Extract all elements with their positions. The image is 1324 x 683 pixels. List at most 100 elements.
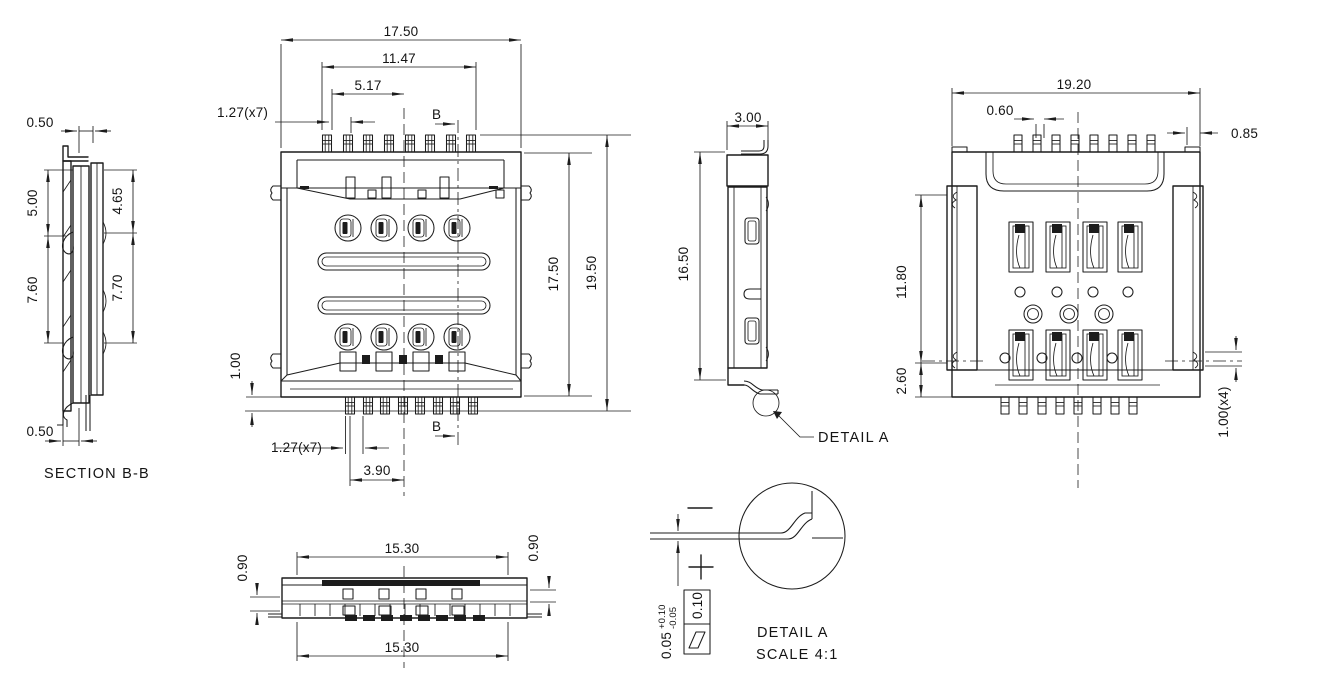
dim-front-width-top-label: 15.30 [385, 541, 420, 556]
side-view: DETAIL A 3.00 16.50 [676, 110, 890, 446]
dim-front-width-bottom-label: 15.30 [385, 640, 420, 655]
contact [443, 214, 471, 242]
pin [1013, 134, 1023, 153]
contact-slot [1045, 221, 1071, 273]
contact-slot [1082, 221, 1108, 273]
pin [467, 396, 479, 415]
pin [362, 396, 374, 415]
pin [383, 134, 395, 153]
section-mark-bottom: B [432, 419, 455, 438]
bottom-view-pins-top [1013, 134, 1156, 153]
dim-front-height-left: 0.90 [235, 554, 280, 625]
dim-overall-width-top: 17.50 [280, 24, 522, 148]
flatness-value-label: 0.10 [690, 592, 705, 619]
pin [342, 134, 354, 153]
pin [1092, 396, 1102, 415]
front-view: 15.30 0.90 0.90 15.30 [235, 534, 556, 668]
contact-slot [1117, 221, 1143, 273]
dim-edge-label: 0.85 [1231, 126, 1258, 141]
dim-pin-span-label: 11.47 [382, 51, 416, 66]
pin [1110, 396, 1120, 415]
dim-contact-span-label: 11.80 [894, 265, 909, 299]
detail-a-scale: SCALE 4:1 [756, 647, 839, 663]
pin [1018, 396, 1028, 415]
detail-a-callout: DETAIL A [773, 411, 890, 446]
pin [1128, 396, 1138, 415]
dim-center-offset: 3.90 [349, 416, 404, 486]
dim-edge: 0.85 [1167, 126, 1258, 145]
pin [1032, 134, 1042, 153]
dim-side-width: 3.00 [726, 110, 769, 150]
pin [344, 396, 356, 415]
dim-section-top-label: 0.50 [26, 115, 53, 130]
dim-section-right-upper-label: 4.65 [110, 187, 125, 214]
detail-a-circle [738, 482, 846, 590]
contact [443, 323, 471, 351]
detail-a-title: DETAIL A [757, 625, 829, 641]
contact-slot [1117, 329, 1143, 381]
dim-standoff-label: 1.00 [228, 352, 243, 379]
detail-tolerance: 0.05 +0.10 -0.05 [657, 604, 679, 659]
dim-front-height-right-label: 0.90 [526, 534, 541, 561]
dim-center-offset-label: 3.90 [363, 463, 390, 478]
pin [1055, 396, 1065, 415]
pin [362, 134, 374, 153]
pin [1051, 134, 1061, 153]
dim-pin-offset-label: 5.17 [354, 78, 381, 93]
pin [1089, 134, 1099, 153]
contact [334, 214, 362, 242]
pin [465, 134, 477, 153]
dim-section-right: 4.65 7.70 [104, 169, 137, 344]
top-view-contacts [334, 214, 471, 351]
dim-overall-height-label: 19.50 [584, 256, 599, 291]
dim-foot-width-label: 1.00(x4) [1216, 386, 1231, 437]
section-mark-bottom-label: B [432, 419, 441, 434]
dim-pitch-top: 1.27(x7) [217, 105, 375, 133]
dim-overall-height: 19.50 [245, 134, 631, 412]
detail-tolerance-plus: +0.10 [657, 604, 668, 629]
dim-pitch-bottom-label: 1.27(x7) [271, 440, 322, 455]
dim-bottom-edge-label: 2.60 [894, 367, 909, 394]
dim-overall-width-top-label: 17.50 [384, 24, 419, 39]
dim-section-top: 0.50 [26, 115, 111, 153]
dim-side-height-label: 16.50 [676, 247, 691, 282]
dim-section-bottom: 0.50 [26, 408, 97, 446]
pin [379, 396, 391, 415]
contact-slot [1082, 329, 1108, 381]
pin [432, 396, 444, 415]
dim-detail-thickness: 0.05 +0.10 -0.05 [657, 514, 680, 659]
detail-a-callout-label: DETAIL A [818, 430, 890, 446]
pin [445, 134, 457, 153]
section-bb-view: 0.50 5.00 7.60 4.65 7.70 0.50 SECTION B-… [25, 115, 150, 482]
pin [321, 134, 333, 153]
dim-pin-span: 11.47 [321, 51, 477, 130]
pin [404, 134, 416, 153]
dim-front-width-bottom: 15.30 [296, 622, 509, 661]
pin [424, 134, 436, 153]
dim-front-height-left-label: 0.90 [235, 554, 250, 581]
detail-tolerance-base: 0.05 [659, 632, 674, 659]
pin [1000, 396, 1010, 415]
dim-section-left-lower-label: 7.60 [25, 276, 40, 303]
contact-slot [1008, 221, 1034, 273]
flatness-symbol-icon [688, 631, 706, 649]
bottom-view-contacts [999, 221, 1143, 381]
detail-a-view: 0.05 +0.10 -0.05 0.10 DETAIL A SCALE 4:1 [650, 482, 846, 663]
contact [370, 214, 398, 242]
section-bb-title: SECTION B-B [44, 466, 150, 482]
side-view-geometry [726, 140, 779, 395]
dim-front-width-top: 15.30 [296, 541, 509, 575]
bottom-view-body [946, 146, 1204, 398]
dim-bottom-overall-width-label: 19.20 [1057, 77, 1092, 92]
dim-pin-width-label: 0.60 [986, 103, 1013, 118]
contact-slot [1045, 329, 1071, 381]
top-view-pins-top [321, 134, 477, 153]
top-view: 17.50 11.47 5.17 1.27(x7) B B [217, 24, 631, 496]
section-bb-geometry [57, 145, 107, 431]
dim-contact-span: 11.80 [894, 194, 947, 364]
section-mark-top: B [432, 107, 455, 126]
dim-pin-offset: 5.17 [331, 78, 404, 130]
top-view-body [270, 151, 532, 398]
